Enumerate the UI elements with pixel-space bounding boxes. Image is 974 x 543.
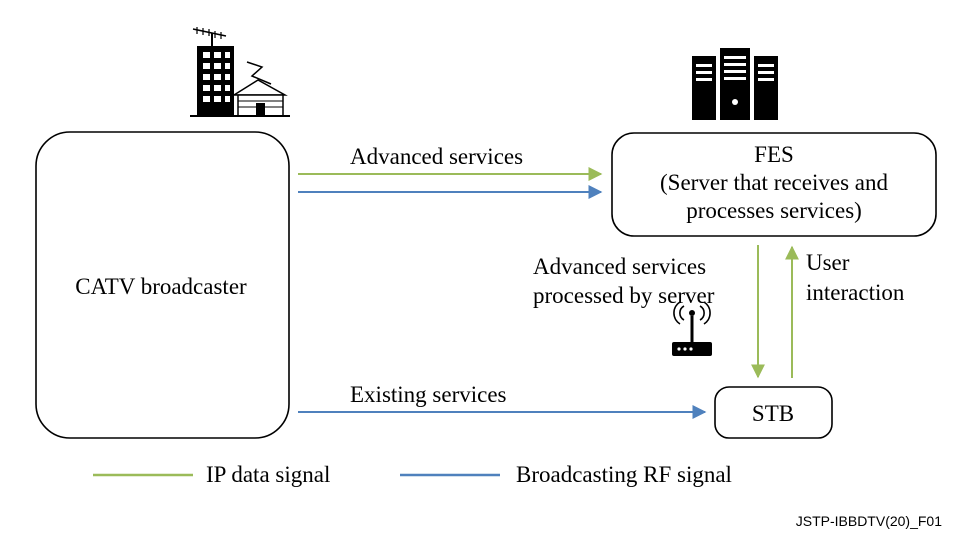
broadcaster-label: CATV broadcaster: [75, 274, 247, 299]
existing-services-edge: Existing services: [298, 382, 707, 419]
wireless-router-icon: [672, 301, 712, 356]
server-rack-icon: [692, 48, 778, 120]
stb-label: STB: [752, 401, 794, 426]
catv-broadcaster-node: CATV broadcaster: [35, 131, 290, 439]
processed-label-line2: processed by server: [533, 283, 715, 308]
existing-services-label: Existing services: [350, 382, 507, 407]
interaction-label-line2: interaction: [806, 280, 905, 305]
advanced-services-edge: Advanced services: [298, 144, 603, 199]
legend-ip-label: IP data signal: [206, 462, 330, 487]
figure-id: JSTP-IBBDTV(20)_F01: [796, 513, 942, 529]
fes-node: FES (Server that receives and processes …: [611, 132, 937, 237]
processed-label-line1: Advanced services: [533, 254, 706, 279]
advanced-services-label: Advanced services: [350, 144, 523, 169]
fes-title: FES: [754, 142, 794, 167]
processed-services-edge: Advanced services processed by server: [533, 245, 765, 379]
legend: IP data signal Broadcasting RF signal: [93, 462, 732, 487]
fes-description-line1: (Server that receives and: [660, 170, 888, 195]
building-antenna-house-icon: [190, 27, 290, 117]
user-interaction-edge: User interaction: [785, 245, 905, 378]
interaction-label-line1: User: [806, 250, 850, 275]
stb-node: STB: [714, 386, 833, 439]
legend-rf-label: Broadcasting RF signal: [516, 462, 732, 487]
fes-description-line2: processes services): [686, 198, 862, 223]
